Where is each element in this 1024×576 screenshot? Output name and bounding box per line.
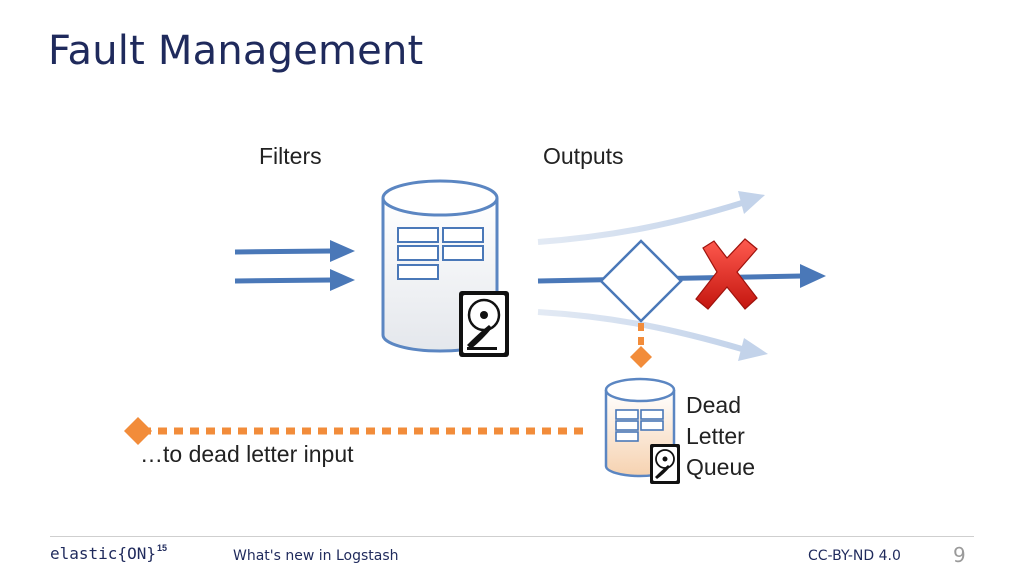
- elasticon-logo: elastic{ON}15: [50, 543, 167, 563]
- dead-letter-queue-label: Dead Letter Queue: [686, 392, 756, 480]
- dlq-connector: [630, 323, 652, 368]
- output-decision-diamond: [599, 239, 683, 323]
- footer-subtitle: What's new in Logstash: [233, 548, 399, 564]
- output-arrow-lower-faded: [537, 309, 768, 361]
- dead-letter-input-label: …to dead letter input: [140, 441, 354, 467]
- page-number: 9: [953, 543, 966, 567]
- input-arrow-bottom: [234, 269, 355, 291]
- brand-year: 15: [156, 543, 167, 553]
- red-x-icon: [695, 238, 758, 310]
- dlq-events: [615, 409, 664, 442]
- queue-events: [397, 227, 484, 280]
- footer-license: CC-BY-ND 4.0: [808, 548, 901, 564]
- output-arrow-main: [537, 264, 826, 288]
- hard-disk-icon: [650, 444, 680, 484]
- hard-disk-icon: [459, 291, 509, 357]
- slide-title: Fault Management: [48, 28, 424, 74]
- outputs-label: Outputs: [543, 143, 624, 169]
- filters-label: Filters: [259, 143, 322, 169]
- footer-divider: [50, 536, 974, 537]
- brand-text: elastic{ON}: [50, 544, 156, 563]
- dead-letter-input-connector: [124, 417, 583, 445]
- input-arrow-top: [234, 240, 355, 262]
- output-arrow-upper-faded: [537, 191, 765, 245]
